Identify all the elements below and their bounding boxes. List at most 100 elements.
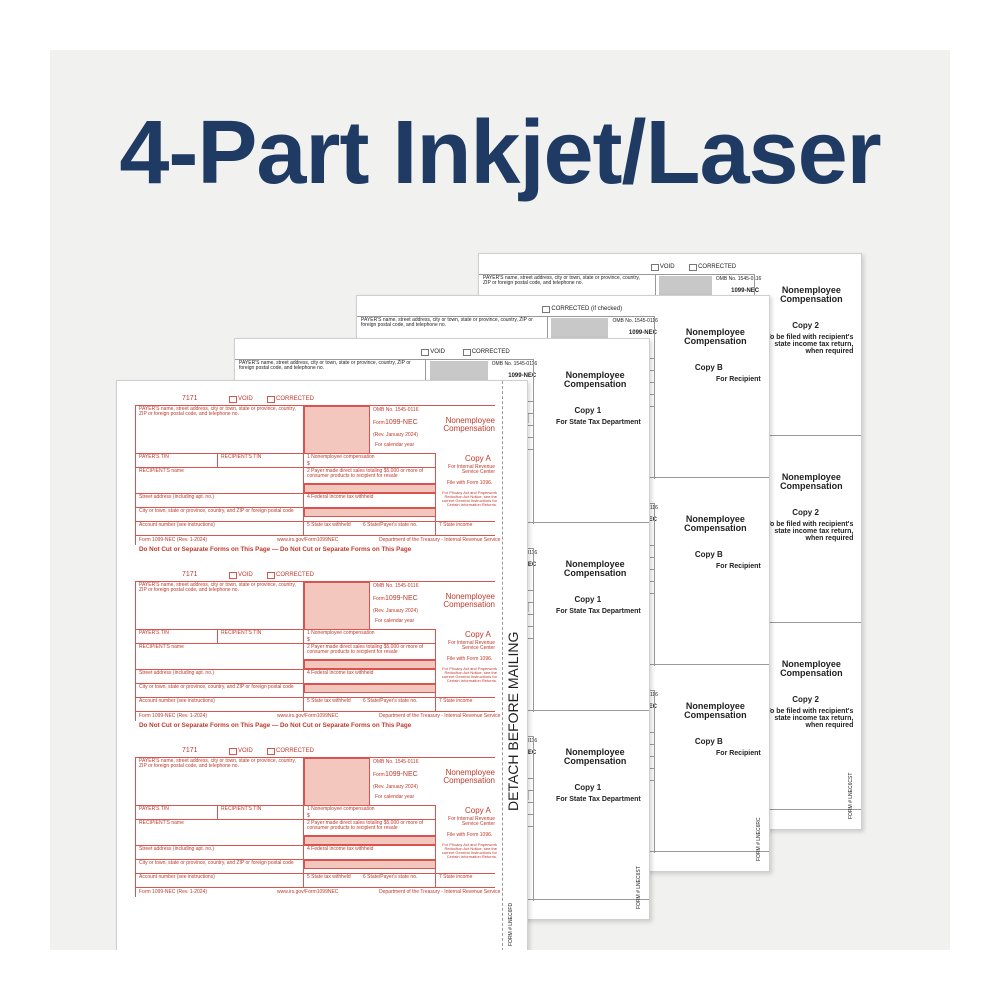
- void-label: VOID: [238, 748, 253, 754]
- form-title: Nonemployee Compensation: [443, 416, 495, 433]
- col-rule: [217, 453, 218, 467]
- copy-label: Copy 1: [574, 406, 602, 415]
- dollar-sign: $: [307, 813, 310, 819]
- form-title: Nonemployee Compensation: [780, 285, 843, 304]
- shaded-row: [304, 484, 436, 493]
- box5-label: 5 State tax withheld: [307, 522, 351, 528]
- rev-label: (Rev. January 2024): [373, 432, 418, 438]
- form-number: 1099-NEC: [731, 288, 760, 294]
- footer-dept: Department of the Treasury - Internal Re…: [379, 537, 501, 543]
- street-label: Street address (including apt. no.): [139, 670, 215, 676]
- form-number: 1099-NEC: [385, 419, 418, 426]
- privacy-label: For Privacy Act and Paperwork Reduction …: [441, 666, 497, 683]
- form-title: Nonemployee Compensation: [443, 768, 495, 785]
- row-rule: [135, 697, 495, 698]
- payer-tin-label: PAYER'S TIN: [139, 630, 169, 636]
- city-label: City or town, state or province, country…: [139, 860, 294, 866]
- payer-tin-label: PAYER'S TIN: [139, 454, 169, 460]
- row-rule: [135, 493, 435, 494]
- void-label: VOID: [659, 264, 675, 270]
- corrected-checkbox: [267, 748, 275, 755]
- form-label: Form: [373, 420, 385, 426]
- account-label: Account number (see instructions): [139, 874, 215, 880]
- row-rule: [135, 467, 435, 468]
- box2-label: 2 Payer made direct sales totaling $5,00…: [307, 644, 424, 655]
- col-rule: [303, 405, 304, 535]
- corrected-label: CORRECTED: [698, 264, 737, 270]
- form-bottom-rule: [135, 535, 495, 536]
- footer-url: www.irs.gov/Form1099NEC: [277, 537, 339, 543]
- payer-label: PAYER'S name, street address, city or to…: [361, 317, 533, 328]
- street-label: Street address (including apt. no.): [139, 846, 215, 852]
- footer-form: Form 1099-NEC (Rev. 1-2024): [139, 537, 207, 543]
- copy-a-desc: For Internal Revenue Service Center: [448, 464, 495, 475]
- omb-label: OMB No. 1545-0116: [612, 318, 658, 324]
- dollar-sign: $: [307, 637, 310, 643]
- form-label: Form: [373, 772, 385, 778]
- footer-form: Form 1099-NEC (Rev. 1-2024): [139, 713, 207, 719]
- row-rule: [135, 845, 435, 846]
- copy-a-label: Copy A: [465, 806, 491, 815]
- box4-label: 4 Federal income tax withheld: [307, 846, 374, 852]
- box5-label: 5 State tax withheld: [307, 874, 351, 880]
- recipient-name-label: RECIPIENT'S name: [139, 820, 184, 826]
- copy-label: Copy 2: [792, 321, 819, 330]
- footer-url: www.irs.gov/Form1099NEC: [277, 713, 339, 719]
- row-rule: [303, 483, 435, 484]
- col-rule: [135, 581, 136, 721]
- form-title: Nonemployee Compensation: [563, 558, 627, 578]
- form-number: 1099-NEC: [385, 595, 418, 602]
- form-title: Nonemployee Compensation: [684, 701, 747, 720]
- form-top-rule: [135, 581, 495, 582]
- payer-tin-label: PAYER'S TIN: [139, 806, 169, 812]
- void-checkbox: [229, 572, 237, 579]
- recipient-name-label: RECIPIENT'S name: [139, 468, 184, 474]
- form-top-rule: [135, 757, 495, 758]
- form-top-rule: [235, 359, 534, 360]
- payer-label: PAYER'S name, street address, city or to…: [139, 406, 296, 417]
- payer-label: PAYER'S name, street address, city or to…: [139, 758, 296, 769]
- recipient-tin-label: RECIPIENT'S TIN: [221, 630, 262, 636]
- footer-dept: Department of the Treasury - Internal Re…: [379, 889, 501, 895]
- form-code: 7171: [182, 571, 198, 578]
- row-rule: [303, 659, 435, 660]
- shaded-row: [304, 660, 436, 669]
- row-rule: [135, 521, 495, 522]
- corrected-label: CORRECTED: [276, 396, 315, 402]
- void-checkbox: [650, 264, 659, 271]
- copy-desc: To be filed with recipient's state incom…: [766, 708, 854, 729]
- headline: 4-Part Inkjet/Laser: [119, 103, 881, 203]
- copy-desc: For State Tax Department: [556, 607, 641, 615]
- row-rule: [135, 453, 435, 454]
- do-not-cut-notice: Do Not Cut or Separate Forms on This Pag…: [139, 546, 412, 553]
- col-rule: [653, 690, 655, 853]
- box2-label: 2 Payer made direct sales totaling $5,00…: [307, 468, 424, 479]
- col-rule: [533, 736, 535, 901]
- form-number: 1099-NEC: [628, 330, 657, 336]
- form-top-rule: [479, 274, 755, 275]
- row-rule: [135, 683, 435, 684]
- box7-label: 7 State income: [439, 874, 473, 880]
- corrected-label: CORRECTED (if checked): [551, 306, 623, 312]
- corrected-checkbox: [542, 306, 551, 313]
- row-rule: [135, 629, 435, 630]
- form-title: Nonemployee Compensation: [684, 514, 747, 533]
- form-bottom-rule: [135, 711, 495, 712]
- box4-label: 4 Federal income tax withheld: [307, 670, 374, 676]
- col-rule: [653, 503, 655, 666]
- box6-label: 6 State/Payer's state no.: [363, 522, 418, 528]
- copy-desc: For Recipient: [716, 563, 761, 570]
- shaded-box: [304, 758, 370, 806]
- recipient-tin-label: RECIPIENT'S TIN: [221, 454, 262, 460]
- row-rule: [135, 805, 435, 806]
- void-label: VOID: [430, 349, 445, 355]
- corrected-checkbox: [462, 349, 471, 356]
- account-label: Account number (see instructions): [139, 698, 215, 704]
- copy-label: Copy B: [694, 363, 723, 372]
- col-rule: [303, 581, 304, 711]
- col-rule: [303, 757, 304, 887]
- form-id: FORM # LNEC6FD: [508, 902, 514, 946]
- copy-desc: To be filed with recipient's state incom…: [766, 521, 854, 542]
- copy-label: Copy 2: [792, 508, 819, 517]
- shaded-row: [304, 508, 436, 517]
